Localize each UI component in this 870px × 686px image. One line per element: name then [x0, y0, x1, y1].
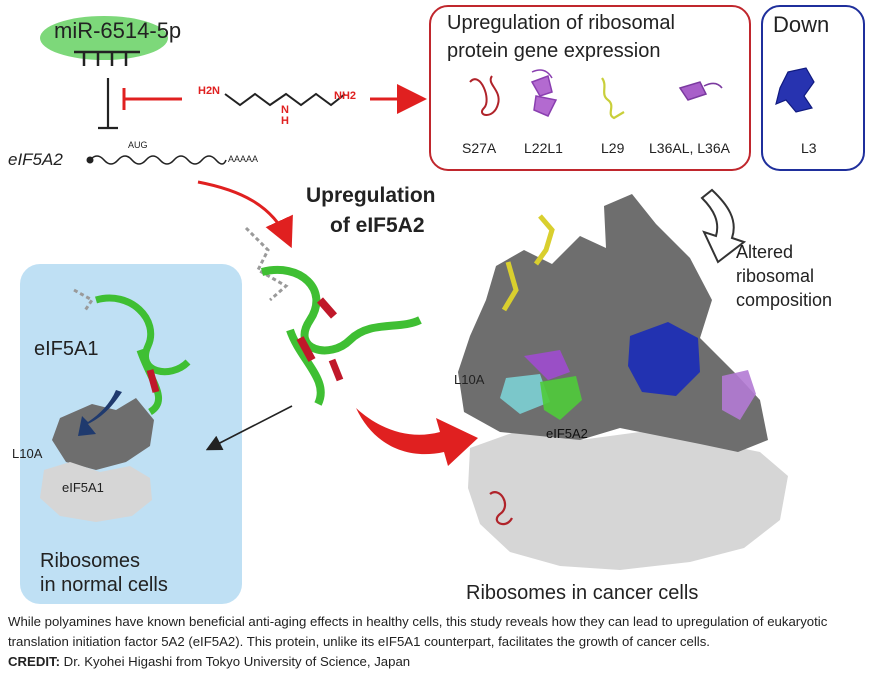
mirna-label: miR-6514-5p — [54, 18, 182, 43]
protein-l22l1-label: L22L1 — [524, 140, 563, 156]
normal-panel-arrow — [78, 390, 122, 436]
arrow-to-normal-cell — [205, 405, 293, 451]
cancer-cells-title: Ribosomes in cancer cells — [466, 582, 699, 604]
protein-s27a-structure — [469, 75, 500, 116]
mirna-inhibition — [98, 78, 118, 130]
protein-l29-label: L29 — [601, 140, 625, 156]
eif5a1-protein-structure — [73, 288, 191, 415]
protein-l22l1-structure — [530, 69, 558, 117]
ribosomal-upregulation-title-line1: Upregulation of ribosomal — [447, 12, 675, 34]
spermidine-h: H — [281, 115, 289, 127]
normal-cells-title-line1: Ribosomes — [40, 550, 141, 572]
mirna-oval — [40, 16, 168, 60]
eif5a1-small-label: eIF5A1 — [62, 480, 104, 495]
protein-s27a-label: S27A — [462, 140, 497, 156]
protein-l29-structure — [601, 77, 625, 120]
protein-l3-label: L3 — [801, 140, 817, 156]
altered-composition-arrow — [700, 188, 747, 264]
spermidine-inhibition — [122, 88, 182, 110]
eif5a2-cancer-label: eIF5A2 — [546, 426, 588, 441]
altered-line1: Altered — [736, 242, 794, 262]
spermidine-structure — [224, 92, 346, 107]
diagram-canvas — [20, 5, 865, 604]
polya-label: AAAAA — [228, 154, 259, 164]
aug-label: AUG — [128, 140, 148, 150]
figure — [20, 5, 865, 604]
l10a-normal-label: L10A — [12, 446, 43, 461]
arrow-upregulation-eif5a2 — [197, 180, 293, 249]
normal-ribosome-large-subunit — [52, 398, 154, 470]
down-title: Down — [773, 12, 830, 37]
credit-text: Dr. Kyohei Higashi from Tokyo University… — [60, 654, 411, 669]
protein-l36-structure — [678, 81, 723, 101]
protein-l3-structure — [775, 67, 815, 113]
arrow-to-cancer-cell — [356, 408, 478, 466]
spermidine-h2n: H2N — [198, 85, 221, 97]
eif5a1-label: eIF5A1 — [34, 338, 99, 360]
altered-line2: ribosomal — [736, 266, 815, 286]
cancer-ribosome-protein-clusters — [489, 214, 756, 526]
upregulation-eif5a2-line1: Upregulation — [306, 184, 436, 207]
ribosomal-down-box — [761, 5, 865, 171]
upregulation-eif5a2-line2: of eIF5A2 — [330, 214, 425, 237]
eif5a2-protein-structure — [244, 226, 422, 406]
mirna-strand — [74, 50, 140, 66]
mrna-strand — [89, 155, 227, 165]
l10a-cancer-label: L10A — [454, 372, 485, 387]
altered-line3: composition — [736, 290, 833, 310]
eif5a2-gene-label: eIF5A2 — [8, 150, 63, 169]
ribosomal-upregulation-title-line2: protein gene expression — [447, 40, 661, 62]
spermidine-n: N — [281, 104, 289, 116]
normal-ribosome-small-subunit — [40, 462, 152, 522]
figure-caption: While polyamines have known beneficial a… — [8, 612, 864, 672]
protein-l36-label: L36AL, L36A — [649, 140, 730, 156]
spermidine-nh2: NH2 — [334, 90, 357, 102]
credit-label: CREDIT: — [8, 654, 61, 669]
caption-credit: CREDIT: Dr. Kyohei Higashi from Tokyo Un… — [8, 652, 864, 672]
cancer-ribosome-small-subunit — [468, 430, 788, 570]
caption-text: While polyamines have known beneficial a… — [8, 614, 828, 649]
normal-cells-title-line2: in normal cells — [40, 574, 168, 596]
ribosomal-upregulation-box — [429, 5, 751, 171]
